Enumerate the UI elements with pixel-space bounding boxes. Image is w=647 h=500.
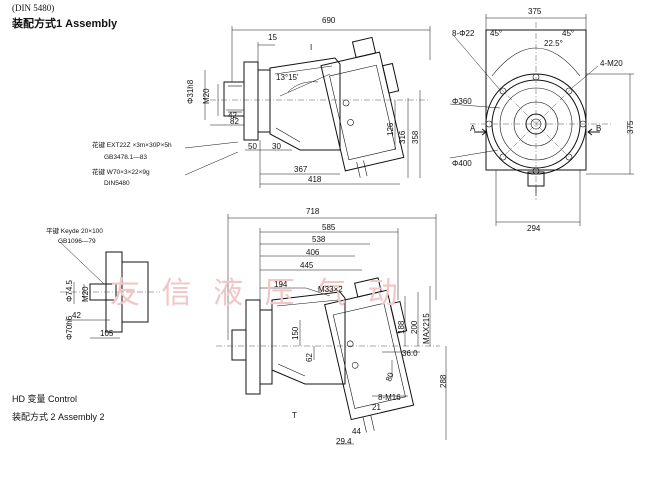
dim-phi74-5: Φ74.5 <box>65 280 74 302</box>
dim-end-height: 375 <box>626 120 635 134</box>
mark-t: T <box>292 411 297 420</box>
dim-tap: 4-M20 <box>600 59 623 68</box>
section-b: B <box>596 124 602 133</box>
dim-overall-length: 690 <box>322 16 336 25</box>
dim-phi360: Φ360 <box>452 97 472 106</box>
dim-418: 418 <box>308 175 322 184</box>
dim-42-b: 42 <box>72 311 81 320</box>
dim-316: 316 <box>398 130 407 144</box>
dim-30: 30 <box>272 142 281 151</box>
dim-15: 15 <box>268 33 277 42</box>
dim-44: 44 <box>352 427 361 436</box>
dim-62: 62 <box>305 353 314 362</box>
control-label: HD 变量 Control <box>12 394 78 404</box>
mark-i: I <box>310 43 313 52</box>
flange-bottom <box>245 299 261 395</box>
spline-note-din-std: DIN5480 <box>104 180 130 187</box>
dim-82: 82 <box>230 117 239 126</box>
dim-max215: MAX215 <box>422 313 431 344</box>
shaft-bottom <box>231 329 247 361</box>
dim-45-left: 45° <box>490 29 503 38</box>
dim-angle: 13°15' <box>276 73 299 82</box>
spline-note-ext-std: GB3478.1—83 <box>104 154 148 161</box>
spline-note-ext: 花键 EXT22Z ×3m×30P×5h <box>92 142 172 149</box>
dim-holes: 8-Φ22 <box>452 29 475 38</box>
dim-m20-b: M20 <box>81 286 90 302</box>
standard-label: (DIN 5480) <box>12 3 55 13</box>
dim-29-4: 29.4 <box>336 437 352 446</box>
bottom-side-view <box>216 214 447 445</box>
dim-288: 288 <box>439 374 448 388</box>
key-note: 平键 Keyde 20×100 <box>46 228 103 235</box>
dim-105: 105 <box>100 329 114 338</box>
dim-358: 358 <box>411 130 420 144</box>
shaft-detail <box>59 241 160 339</box>
dim-phi400: Φ400 <box>452 159 472 168</box>
spline-note-din: 花键 W70×3×22×9g <box>92 169 150 176</box>
dim-m20: M20 <box>202 88 211 104</box>
dim-200: 200 <box>410 320 419 334</box>
dim-585: 585 <box>322 223 336 232</box>
dim-22-5: 22.5° <box>544 39 563 48</box>
section-a: A <box>470 124 476 133</box>
dim-45-right: 45° <box>562 29 575 38</box>
control-block-bottom <box>324 289 415 421</box>
dim-end-width: 375 <box>528 7 542 16</box>
top-side-view <box>184 26 431 188</box>
dim-126: 126 <box>386 122 395 136</box>
dim-538: 538 <box>312 235 326 244</box>
housing-bottom <box>271 291 346 385</box>
dim-188: 188 <box>397 320 406 334</box>
dim-194: 194 <box>274 280 288 289</box>
dim-406: 406 <box>306 248 320 257</box>
end-view <box>449 14 634 226</box>
dim-phi31h8: Φ31h8 <box>186 79 195 104</box>
dim-port: M33×2 <box>318 285 343 294</box>
assembly1-title: 装配方式1 Assembly <box>12 18 118 30</box>
dim-50: 50 <box>248 142 257 151</box>
dim-36: 36.0 <box>402 349 418 358</box>
dim-718: 718 <box>306 207 320 216</box>
dim-150: 150 <box>291 326 300 340</box>
dim-445: 445 <box>300 261 314 270</box>
dim-21: 21 <box>372 403 381 412</box>
watermark: 友 信 液 压 气 动 <box>110 276 404 311</box>
key-note-std: GB1096—79 <box>58 238 96 245</box>
dim-367: 367 <box>294 165 308 174</box>
flange-top <box>243 61 259 141</box>
dim-42: 42 <box>228 111 237 120</box>
control-block-top <box>320 51 405 172</box>
assembly2-title: 装配方式 2 Assembly 2 <box>12 412 105 422</box>
dim-port2: 8-M16 <box>378 393 401 402</box>
dim-base: 294 <box>527 224 541 233</box>
